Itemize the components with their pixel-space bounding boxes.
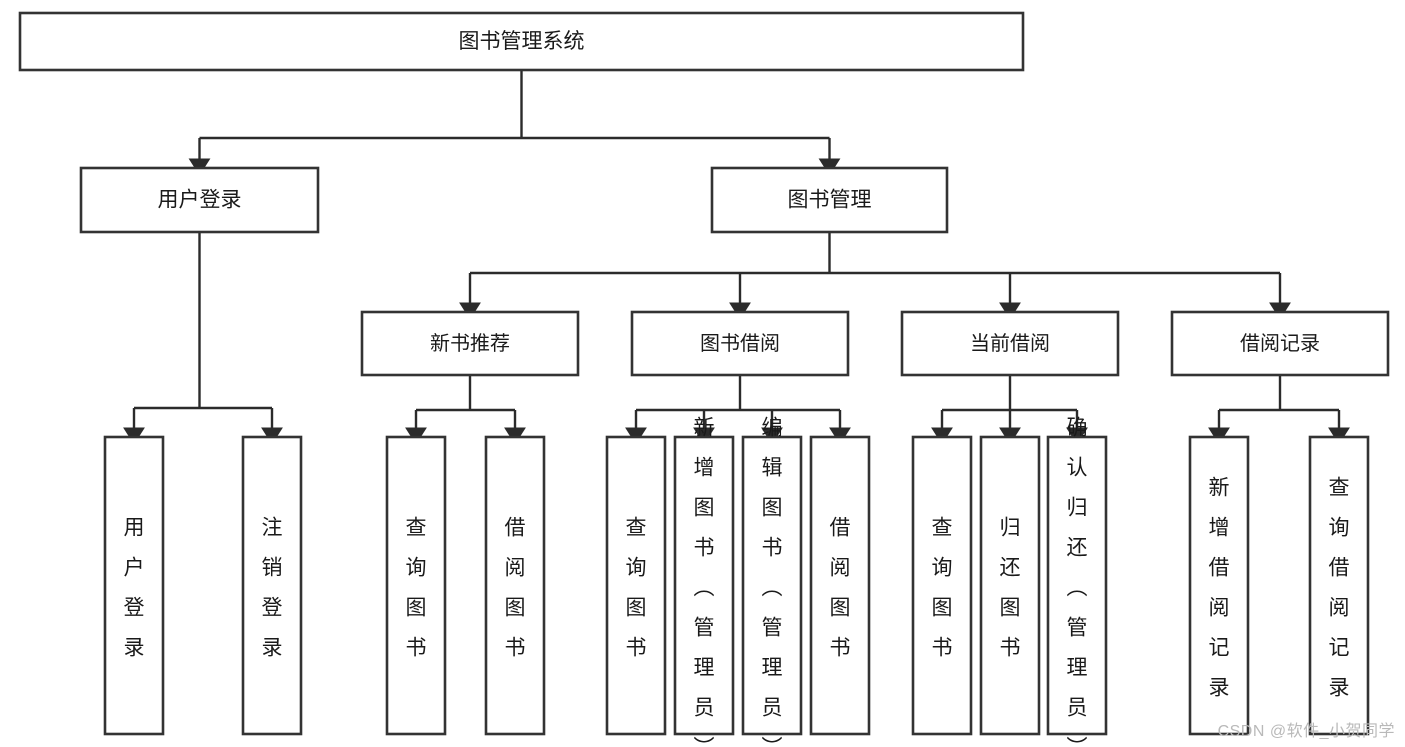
leaf-6-label: 编辑图书︵管理员︶	[762, 416, 783, 747]
leaf-5-label: 新增图书︵管理员︶	[694, 416, 715, 747]
root-图书管理系统-box[interactable]	[18, 11, 1025, 72]
leaf-0-label: 用户登录	[124, 516, 145, 659]
level1-1-box[interactable]	[710, 166, 949, 234]
level1-0-label: 用户登录	[158, 189, 242, 212]
leaf-7-box[interactable]	[809, 435, 871, 736]
leaf-7-label: 借阅图书	[830, 516, 851, 659]
level2-2-box[interactable]	[900, 310, 1120, 377]
level2-3-label: 借阅记录	[1240, 332, 1320, 355]
leaf-9-label: 归还图书	[1000, 516, 1021, 659]
level1-0-box[interactable]	[79, 166, 320, 234]
connector-layer	[122, 70, 1351, 445]
leaf-10-label: 确认归还︵管理员︶	[1067, 416, 1088, 747]
leaf-10-box[interactable]	[1046, 435, 1108, 736]
level2-3-box[interactable]	[1170, 310, 1390, 377]
leaf-11-label: 新增借阅记录	[1209, 476, 1230, 699]
level1-1-label: 图书管理	[788, 189, 872, 212]
level2-2-label: 当前借阅	[970, 332, 1050, 355]
leaf-12-box[interactable]	[1308, 435, 1370, 736]
leaf-3-label: 借阅图书	[505, 516, 526, 659]
leaf-11-box[interactable]	[1188, 435, 1250, 736]
level2-1-box[interactable]	[630, 310, 850, 377]
leaf-1-box[interactable]	[241, 435, 303, 736]
leaf-8-box[interactable]	[911, 435, 973, 736]
leaf-4-box[interactable]	[605, 435, 667, 736]
leaf-4-label: 查询图书	[626, 516, 647, 659]
leaf-0-box[interactable]	[103, 435, 165, 736]
level2-0-label: 新书推荐	[430, 332, 510, 355]
leaf-2-label: 查询图书	[406, 516, 427, 659]
root-图书管理系统-label: 图书管理系统	[459, 30, 585, 53]
watermark-text: CSDN @软件_小贺同学	[1217, 723, 1395, 740]
level2-1-label: 图书借阅	[700, 332, 780, 355]
leaf-6-box[interactable]	[741, 435, 803, 736]
leaf-1-label: 注销登录	[262, 516, 283, 659]
leaf-9-box[interactable]	[979, 435, 1041, 736]
level2-0-box[interactable]	[360, 310, 580, 377]
node-layer: 图书管理系统用户登录图书管理新书推荐图书借阅当前借阅借阅记录用户登录注销登录查询…	[18, 11, 1390, 747]
leaf-5-box[interactable]	[673, 435, 735, 736]
leaf-2-box[interactable]	[385, 435, 447, 736]
leaf-3-box[interactable]	[484, 435, 546, 736]
leaf-12-label: 查询借阅记录	[1329, 476, 1350, 699]
leaf-8-label: 查询图书	[932, 516, 953, 659]
